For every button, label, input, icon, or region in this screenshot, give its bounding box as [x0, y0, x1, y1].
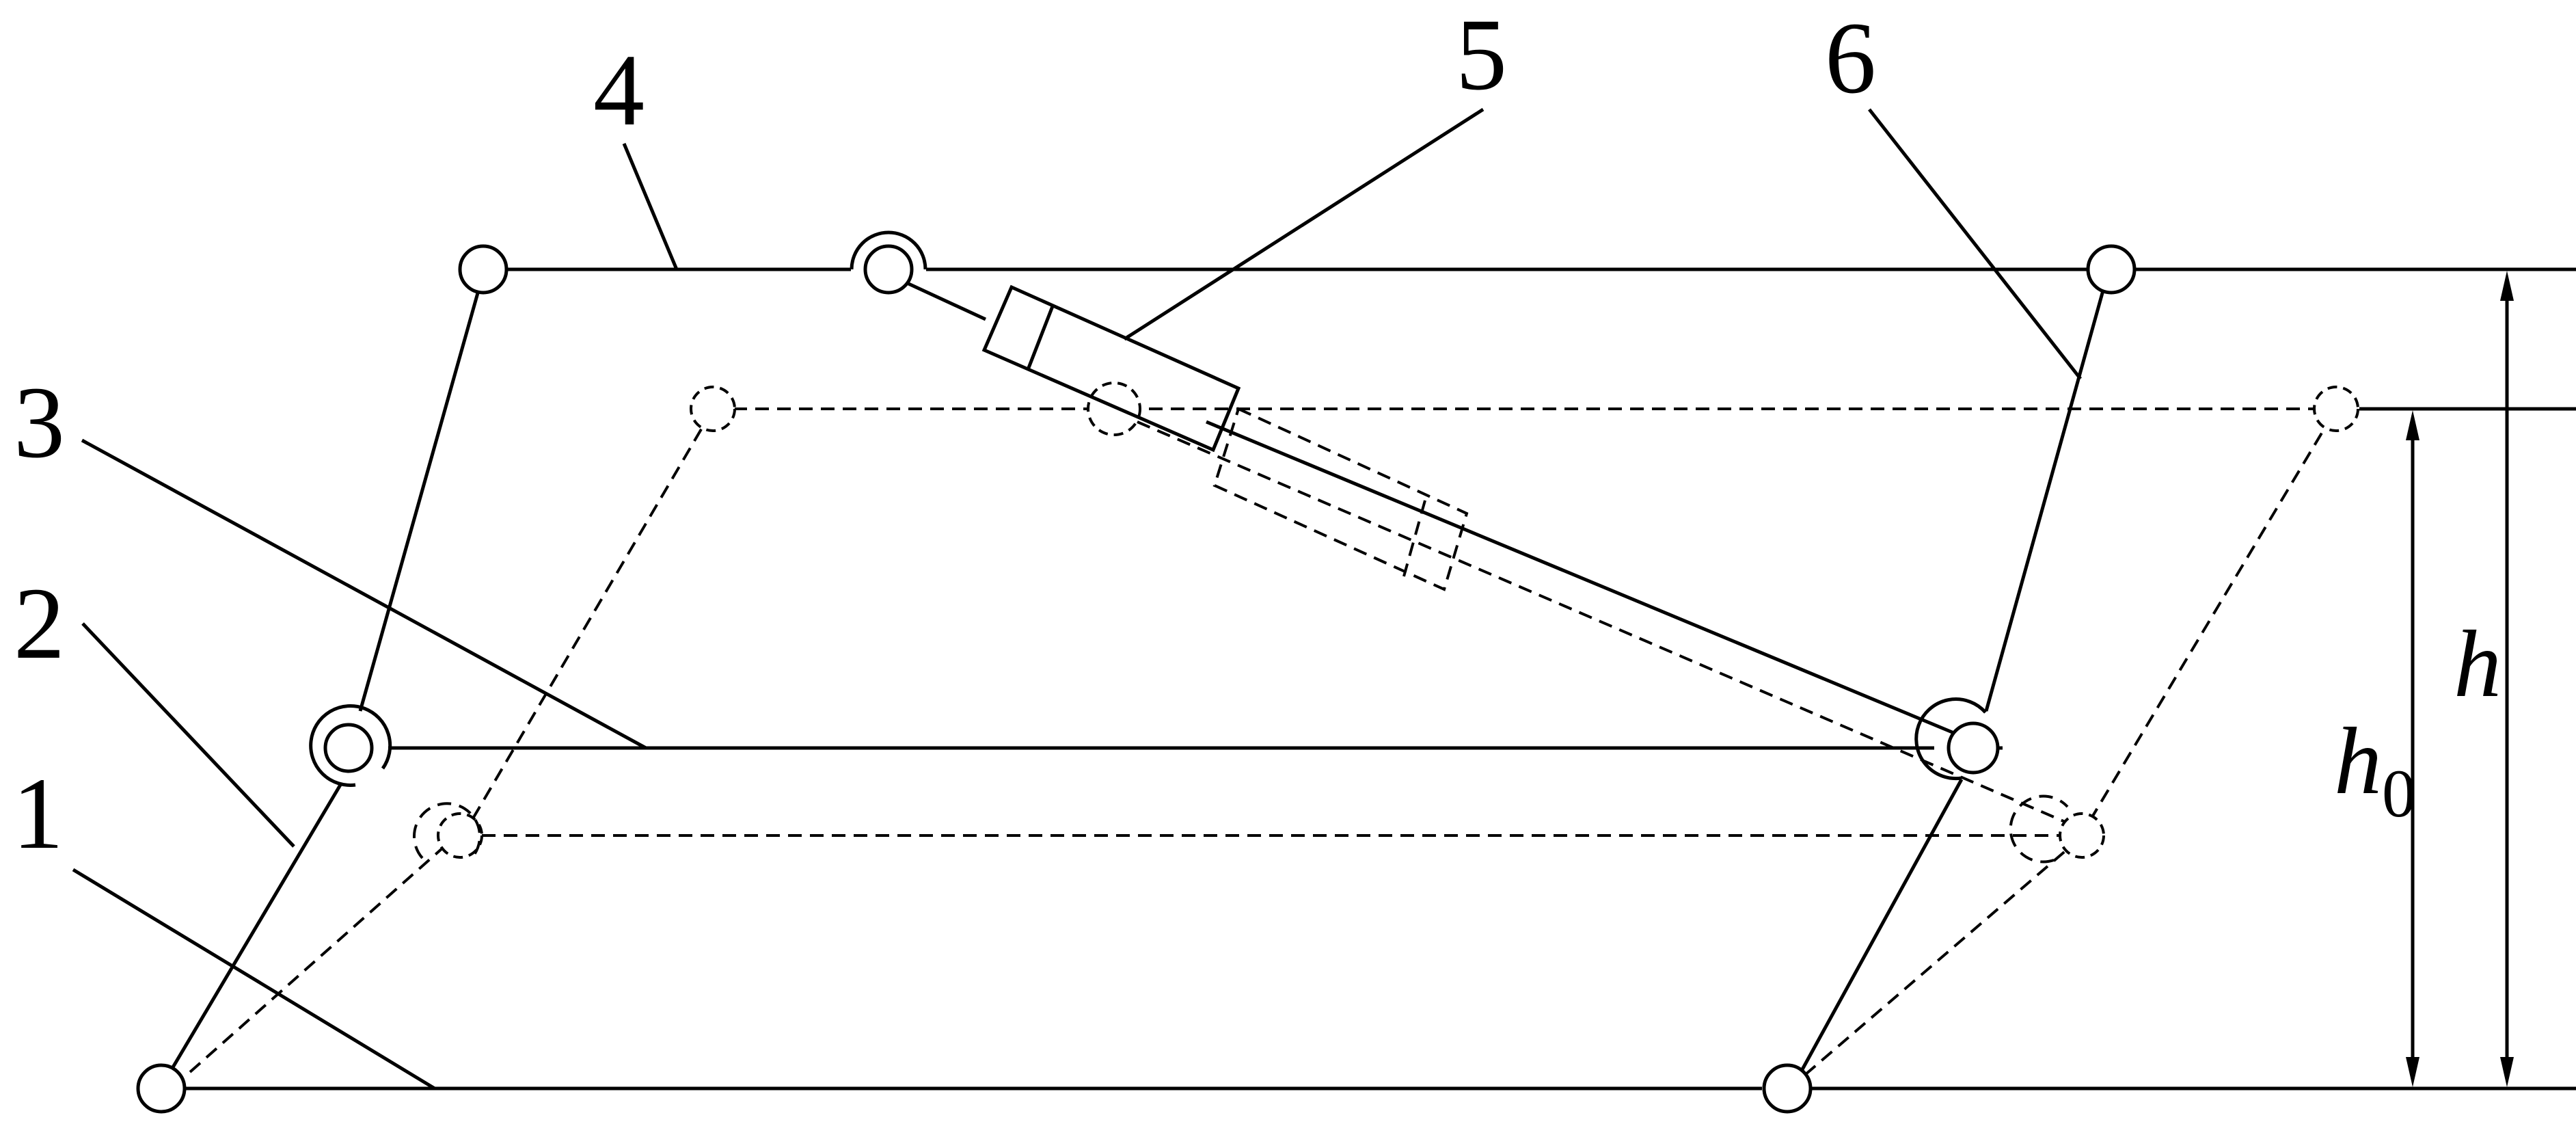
label-h0: h0	[2334, 708, 2416, 831]
joint-cylinder-top-outer	[852, 232, 925, 269]
label-part3: 3	[14, 366, 65, 479]
leader-part1	[73, 870, 435, 1088]
retracted-position	[190, 383, 2358, 1075]
joint-middle-right-outer	[1916, 699, 1985, 779]
label-part4: 4	[593, 34, 645, 147]
upper-left-link-retracted	[473, 425, 704, 818]
labels: 1 2 3 4 5 6 h h0	[12, 0, 2502, 870]
joint-upper-left-retracted	[691, 387, 735, 431]
dimension-h0-arrow-top	[2406, 410, 2419, 440]
joint-middle-left-outer-retracted	[414, 803, 480, 858]
joint-upper-right	[2088, 246, 2134, 293]
joint-base-right	[1764, 1065, 1811, 1112]
joint-base-left	[138, 1065, 185, 1112]
label-part6: 6	[1825, 1, 1876, 115]
label-part1: 1	[12, 757, 64, 870]
cylinder-body	[984, 287, 1238, 450]
leader-lines	[73, 109, 2080, 1088]
leader-part2	[83, 624, 294, 846]
upper-left-link	[360, 291, 478, 711]
lower-left-link-retracted	[190, 848, 443, 1072]
upper-right-link	[1986, 291, 2103, 711]
upper-right-link-retracted	[2090, 424, 2327, 820]
joint-upper-left	[460, 246, 506, 293]
leader-part6	[1869, 109, 2080, 379]
cylinder-body-retracted	[1215, 409, 1467, 589]
dimensions	[2406, 271, 2514, 1087]
joint-middle-left-retracted	[438, 814, 482, 857]
dimension-h0-arrow-bottom	[2406, 1057, 2419, 1087]
cylinder-divider	[1029, 306, 1053, 368]
label-h: h	[2454, 611, 2502, 717]
joint-middle-right	[1949, 723, 1998, 773]
lower-right-link	[1802, 779, 1962, 1071]
cylinder-rod-retracted	[1137, 422, 2068, 823]
lower-left-link	[171, 785, 340, 1071]
extended-position	[138, 232, 2576, 1112]
label-part5: 5	[1456, 0, 1507, 111]
cylinder-rod-upper	[906, 282, 986, 319]
dimension-h-arrow-bottom	[2500, 1057, 2514, 1087]
lower-right-link-retracted	[1805, 849, 2067, 1075]
joint-middle-left	[325, 725, 372, 771]
leader-part4	[624, 144, 677, 269]
joint-cylinder-top	[865, 246, 912, 293]
joint-middle-left-outer	[311, 706, 390, 785]
joint-upper-right-retracted	[2314, 387, 2358, 431]
leader-part3	[82, 440, 646, 748]
joint-middle-right-outer-retracted	[2011, 797, 2067, 862]
leader-part5	[1124, 109, 1483, 339]
label-part2: 2	[14, 567, 65, 680]
dimension-h-arrow-top	[2500, 271, 2514, 301]
cylinder-rod-lower	[1206, 422, 1959, 735]
joint-cylinder-top-retracted	[1088, 383, 1140, 435]
joint-middle-right-retracted	[2060, 814, 2104, 857]
